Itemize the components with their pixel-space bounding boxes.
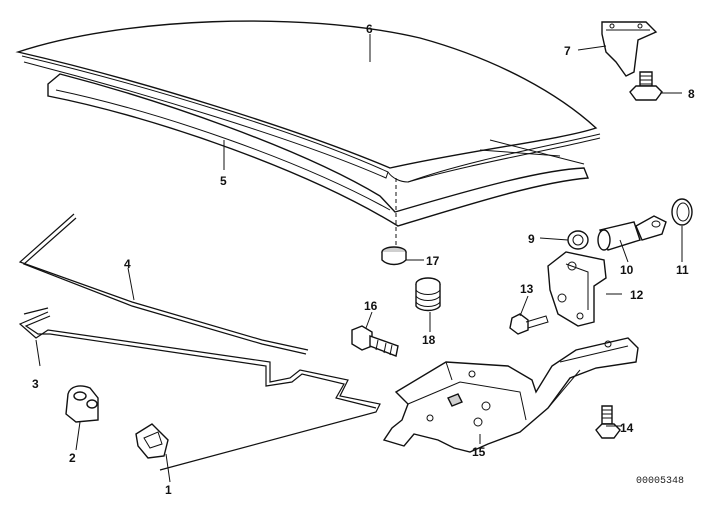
part-label-14: 14 <box>620 421 634 435</box>
part-labels: 1 2 3 4 5 6 7 8 9 10 11 12 13 14 15 16 1… <box>32 22 695 497</box>
part-label-18: 18 <box>422 333 436 347</box>
diagram-reference-number: 00005348 <box>636 476 684 487</box>
support-rod <box>18 213 309 355</box>
rubber-bumper <box>381 246 407 266</box>
part-label-16: 16 <box>364 299 378 313</box>
part-label-9: 9 <box>528 232 535 246</box>
part-label-2: 2 <box>69 451 76 465</box>
lock-bracket <box>601 21 658 77</box>
buffer <box>415 277 441 312</box>
part-label-4: 4 <box>124 257 131 271</box>
part-label-3: 3 <box>32 377 39 391</box>
part-label-8: 8 <box>688 87 695 101</box>
torsion-bar <box>18 307 381 471</box>
trunk-lid-panel <box>15 20 601 183</box>
hinge-bolt <box>595 405 621 439</box>
lock-cylinder <box>597 215 667 251</box>
leader-lines <box>35 34 683 483</box>
hinge <box>382 337 639 453</box>
part-label-1: 1 <box>165 483 172 497</box>
part-label-6: 6 <box>366 22 373 36</box>
part-label-7: 7 <box>564 44 571 58</box>
striker-bolt <box>351 325 399 357</box>
part-label-12: 12 <box>630 288 644 302</box>
part-label-11: 11 <box>676 263 689 277</box>
housing-bolt <box>509 313 549 335</box>
trunk-lid-seal <box>47 73 590 227</box>
part-label-5: 5 <box>220 174 227 188</box>
seal-ring <box>671 198 693 226</box>
clip <box>135 423 169 459</box>
lock-ring <box>567 230 589 250</box>
part-label-10: 10 <box>620 263 634 277</box>
lock-housing <box>547 251 607 327</box>
rod-mount <box>65 385 99 423</box>
part-label-15: 15 <box>472 445 486 459</box>
bolt <box>629 71 663 101</box>
part-label-17: 17 <box>426 254 440 268</box>
part-label-13: 13 <box>520 282 534 296</box>
